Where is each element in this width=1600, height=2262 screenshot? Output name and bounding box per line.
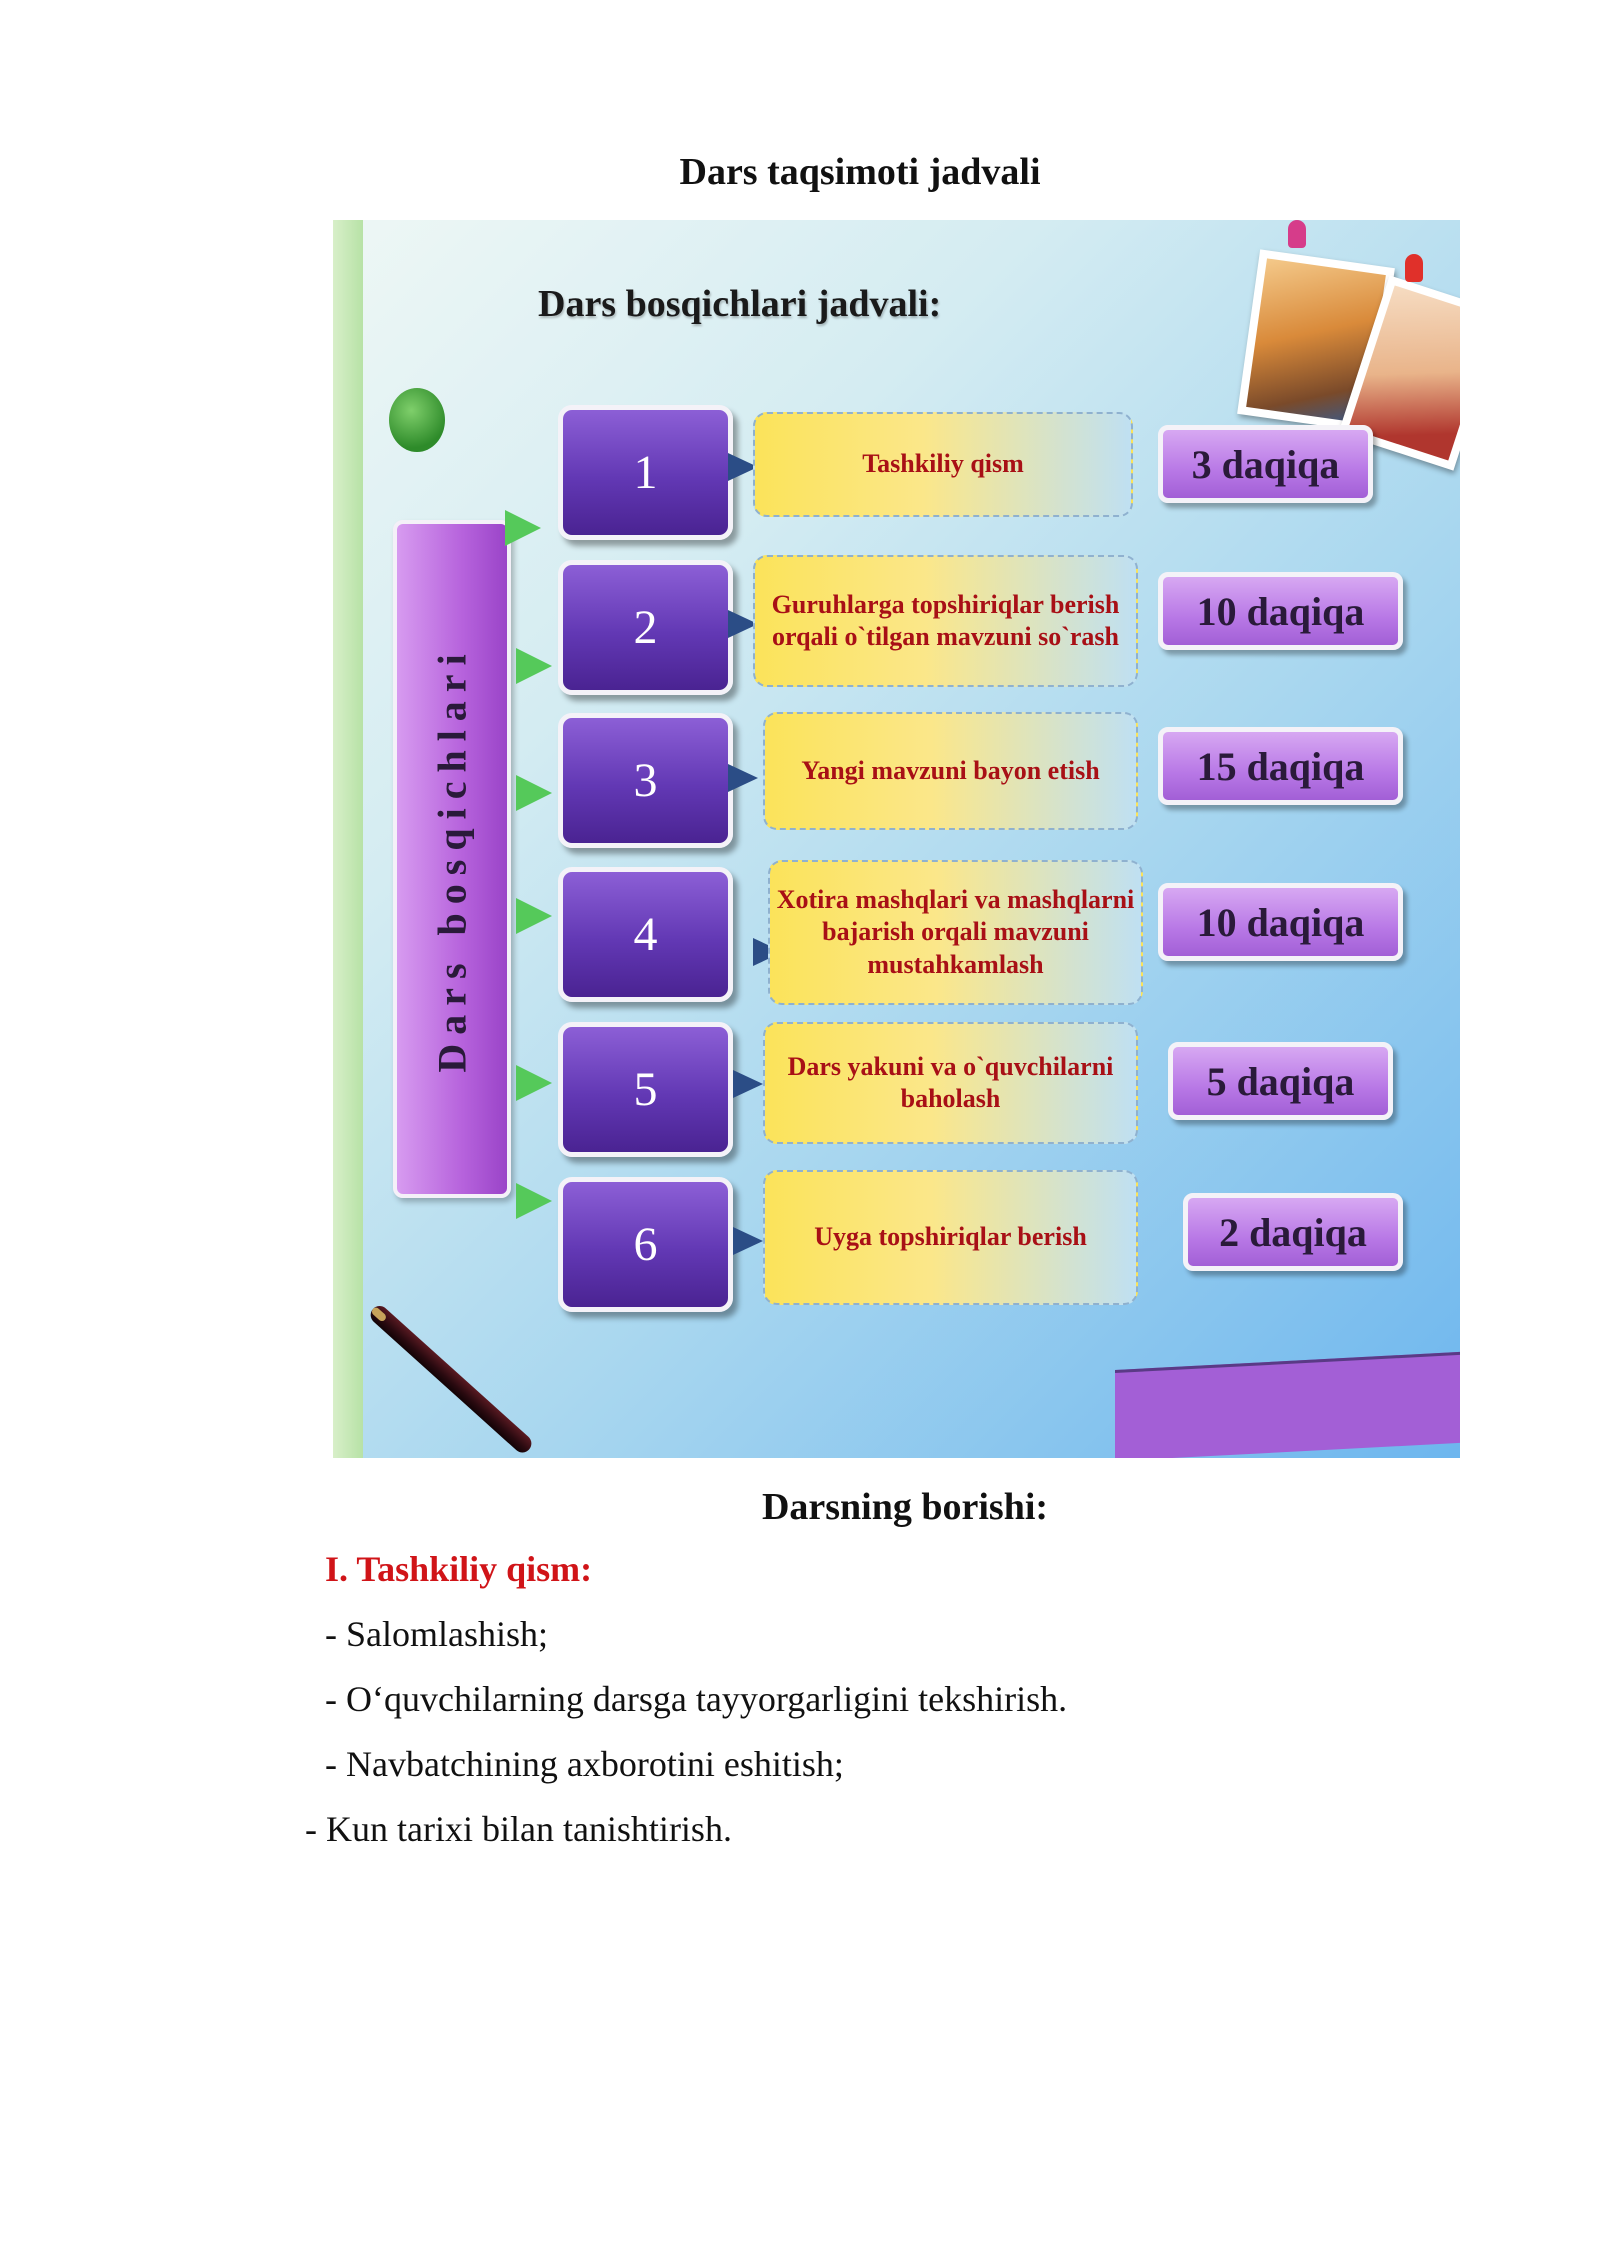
subsection-heading: I. Tashkiliy qism: — [325, 1549, 593, 1589]
green-dot-decoration — [389, 388, 445, 452]
list-item: - O‘quvchilarning darsga tayyorgarligini… — [325, 1679, 1068, 1719]
stages-side-label: Dars bosqichlari — [393, 520, 511, 1198]
green-arrow-icon — [516, 898, 552, 934]
pointer-arrow-icon — [728, 764, 758, 792]
push-pin-icon — [1405, 254, 1423, 282]
purple-corner-decoration — [1115, 1351, 1460, 1458]
green-arrow-icon — [516, 1183, 552, 1219]
section-title: Darsning borishi: — [761, 1486, 1049, 1528]
green-stripe — [333, 220, 363, 1458]
stage-description: Xotira mashqlari va mashqlarni bajarish … — [768, 860, 1143, 1005]
green-arrow-icon — [516, 1065, 552, 1101]
stage-duration: 2 daqiqa — [1183, 1193, 1403, 1271]
stage-number: 1 — [558, 405, 733, 540]
green-arrow-icon — [516, 775, 552, 811]
green-arrow-icon — [516, 648, 552, 684]
stage-description: Guruhlarga topshiriqlar berish orqali o`… — [753, 555, 1138, 687]
stage-number: 6 — [558, 1177, 733, 1312]
stage-description: Tashkiliy qism — [753, 412, 1133, 517]
stage-duration: 5 daqiqa — [1168, 1042, 1393, 1120]
push-pin-icon — [1288, 220, 1306, 248]
pen-decoration — [366, 1302, 536, 1457]
document-title: Dars taqsimoti jadvali — [679, 151, 1041, 193]
list-item: - Kun tarixi bilan tanishtirish. — [305, 1809, 732, 1849]
stage-duration: 3 daqiqa — [1158, 425, 1373, 503]
stage-number: 2 — [558, 560, 733, 695]
stage-number: 3 — [558, 713, 733, 848]
list-item: - Salomlashish; — [325, 1614, 548, 1654]
list-item: - Navbatchining axborotini eshitish; — [325, 1744, 844, 1784]
stage-number: 5 — [558, 1022, 733, 1157]
figure-heading: Dars bosqichlari jadvali: — [538, 283, 942, 325]
stage-description: Dars yakuni va o`quvchilarni baholash — [763, 1022, 1138, 1144]
stage-description: Uyga topshiriqlar berish — [763, 1170, 1138, 1305]
pointer-arrow-icon — [733, 1227, 763, 1255]
stage-duration: 10 daqiqa — [1158, 883, 1403, 961]
stage-duration: 10 daqiqa — [1158, 572, 1403, 650]
stage-description: Yangi mavzuni bayon etish — [763, 712, 1138, 830]
lesson-stages-figure: Dars bosqichlari jadvali: Dars bosqichla… — [333, 220, 1460, 1458]
stage-duration: 15 daqiqa — [1158, 727, 1403, 805]
green-arrow-icon — [505, 510, 541, 546]
side-label-text: Dars bosqichlari — [429, 645, 475, 1073]
pointer-arrow-icon — [733, 1070, 763, 1098]
stage-number: 4 — [558, 867, 733, 1002]
